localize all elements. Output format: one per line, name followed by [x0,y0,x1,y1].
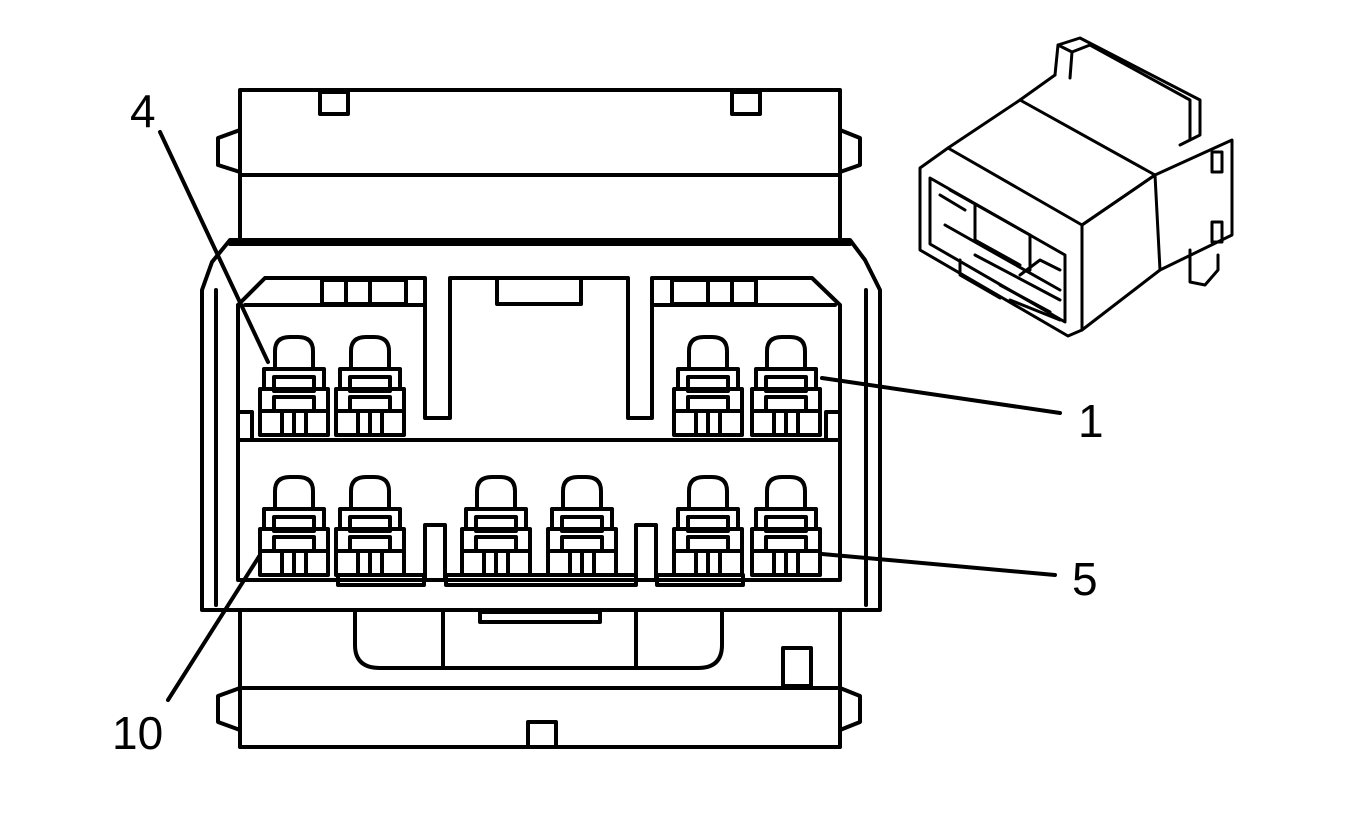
leader-line-1 [820,376,1062,415]
leader-line-10 [166,553,262,702]
terminal-cavity [750,335,822,437]
upper-terminal-row [258,335,822,437]
callout-label-1: 1 [1078,395,1104,447]
bottom-latch-housing [216,608,862,749]
terminal-cavity [258,335,330,437]
terminal-cavity [334,475,406,577]
terminal-cavity [672,475,744,577]
terminal-cavity [546,475,618,577]
leader-line-5 [820,552,1057,577]
callout-label-10: 10 [112,707,164,759]
callout-label-4: 4 [130,85,156,137]
lower-terminal-row [258,475,822,577]
terminal-cavity [672,335,744,437]
connector-face [200,238,882,612]
leader-line-4 [158,130,270,364]
connector-isometric-inset [918,36,1234,338]
terminal-cavity [258,475,330,577]
terminal-cavity [334,335,406,437]
top-latch-housing [216,88,862,242]
terminal-cavity [750,475,822,577]
terminal-cavity [460,475,532,577]
callout-label-5: 5 [1072,553,1098,605]
